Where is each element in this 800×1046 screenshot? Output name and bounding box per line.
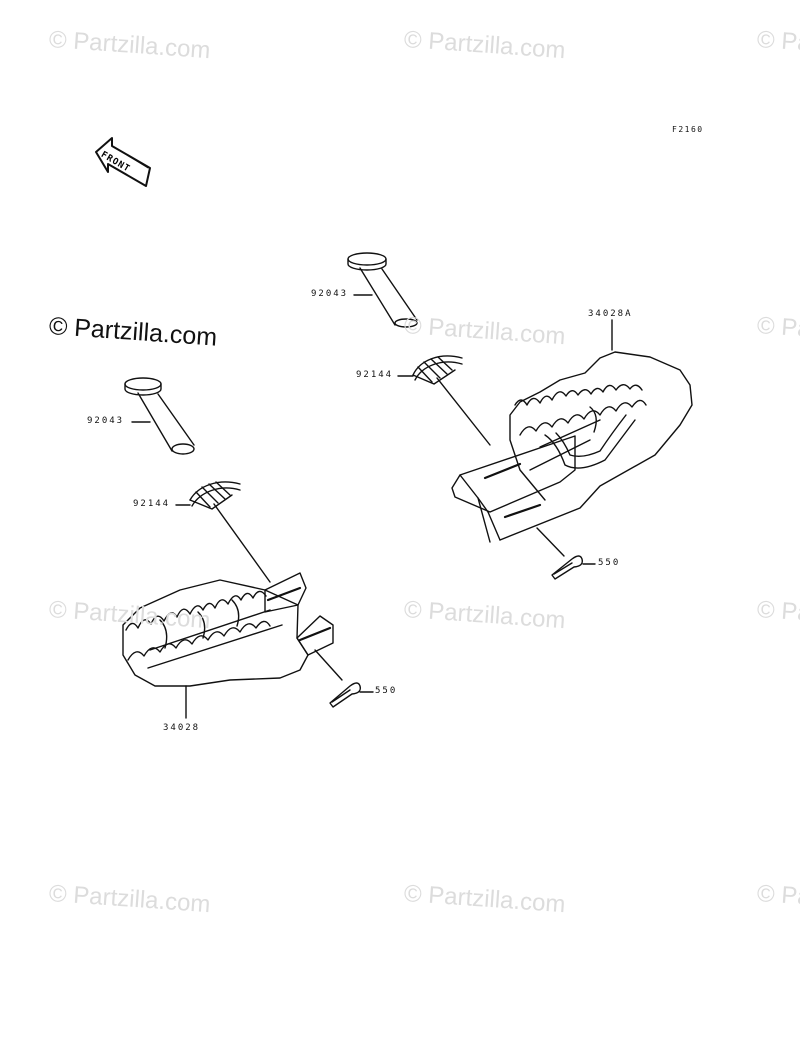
spring-92144-lower[interactable]: [189, 481, 241, 510]
figure-code: F2160: [672, 125, 704, 134]
part-label-550-left: 550: [375, 686, 398, 696]
cotter-pin-550-left[interactable]: [329, 682, 362, 708]
part-label-92144-lower: 92144: [133, 499, 171, 509]
part-label-34028A: 34028A: [588, 309, 633, 319]
spring-92144-upper[interactable]: [412, 355, 463, 385]
leader-spring-to-peg-left: [213, 503, 271, 583]
leader-peg-to-cotter-left: [314, 649, 343, 681]
part-label-92043-lower: 92043: [87, 416, 125, 426]
pin-92043-lower[interactable]: [124, 377, 195, 455]
part-label-34028: 34028: [163, 723, 201, 733]
leader-spring-to-peg-right: [436, 377, 491, 446]
footpeg-34028[interactable]: [122, 572, 334, 687]
pin-92043-upper[interactable]: [347, 252, 418, 328]
part-label-92144-upper: 92144: [356, 370, 394, 380]
part-label-550-right: 550: [598, 558, 621, 568]
leader-peg-to-cotter-right: [536, 527, 565, 557]
cotter-pin-550-right[interactable]: [551, 555, 584, 580]
part-label-92043-upper: 92043: [311, 289, 349, 299]
footpeg-34028A[interactable]: [451, 351, 693, 543]
front-arrow-icon: [95, 137, 151, 187]
